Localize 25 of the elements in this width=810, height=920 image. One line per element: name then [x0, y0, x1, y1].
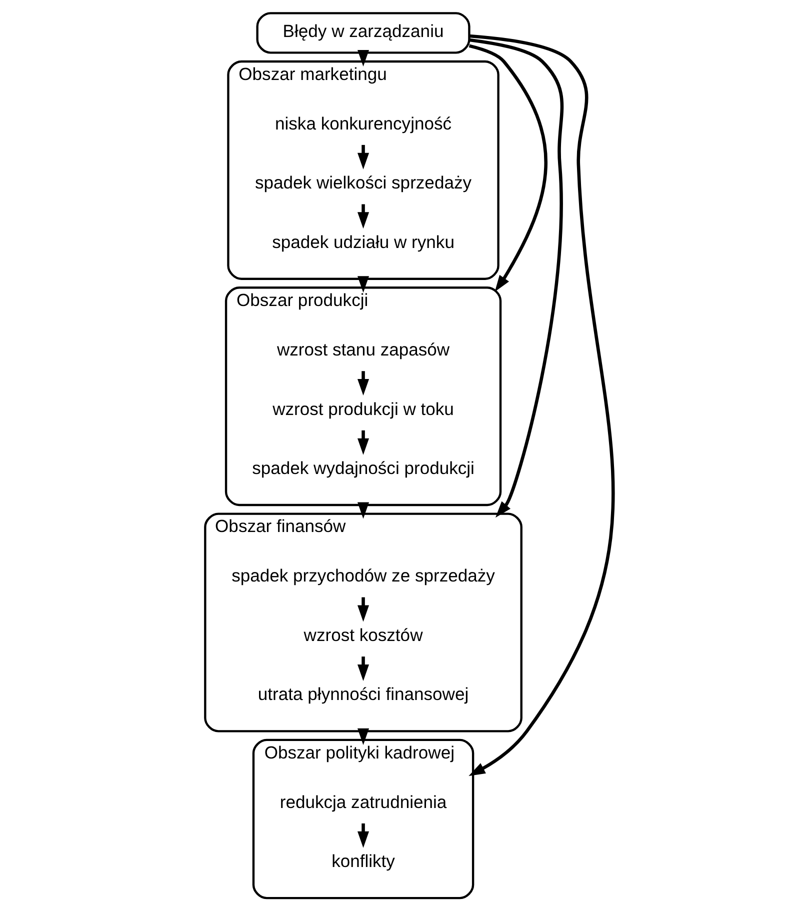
- arrow: [357, 204, 370, 229]
- node-text: spadek udziału w rynku: [272, 232, 454, 252]
- arrow: [357, 371, 370, 396]
- arrow: [357, 144, 370, 170]
- arrow: [357, 430, 370, 455]
- arrow: [357, 276, 370, 293]
- arrow: [357, 50, 370, 66]
- node-text: spadek wydajności produkcji: [252, 458, 474, 478]
- node-text: wzrost stanu zapasów: [276, 339, 450, 360]
- arrow: [357, 656, 370, 681]
- arrow: [357, 597, 370, 622]
- node-text: niska konkurencyjność: [275, 113, 452, 134]
- node-text: utrata płynności finansowej: [258, 684, 469, 704]
- arrow: [468, 34, 614, 776]
- arrow: [357, 823, 370, 848]
- arrow: [468, 44, 548, 292]
- node-text: spadek przychodów ze sprzedaży: [232, 566, 495, 586]
- node-text: redukcja zatrudnienia: [280, 792, 447, 812]
- arrow: [469, 38, 564, 518]
- arrow: [357, 502, 370, 519]
- node-text: spadek wielkości sprzedaży: [255, 172, 472, 193]
- node-text: konflikty: [332, 851, 395, 872]
- arrow: [357, 728, 370, 745]
- node-text: wzrost produkcji w toku: [272, 398, 454, 419]
- node-text: wzrost kosztów: [304, 624, 423, 645]
